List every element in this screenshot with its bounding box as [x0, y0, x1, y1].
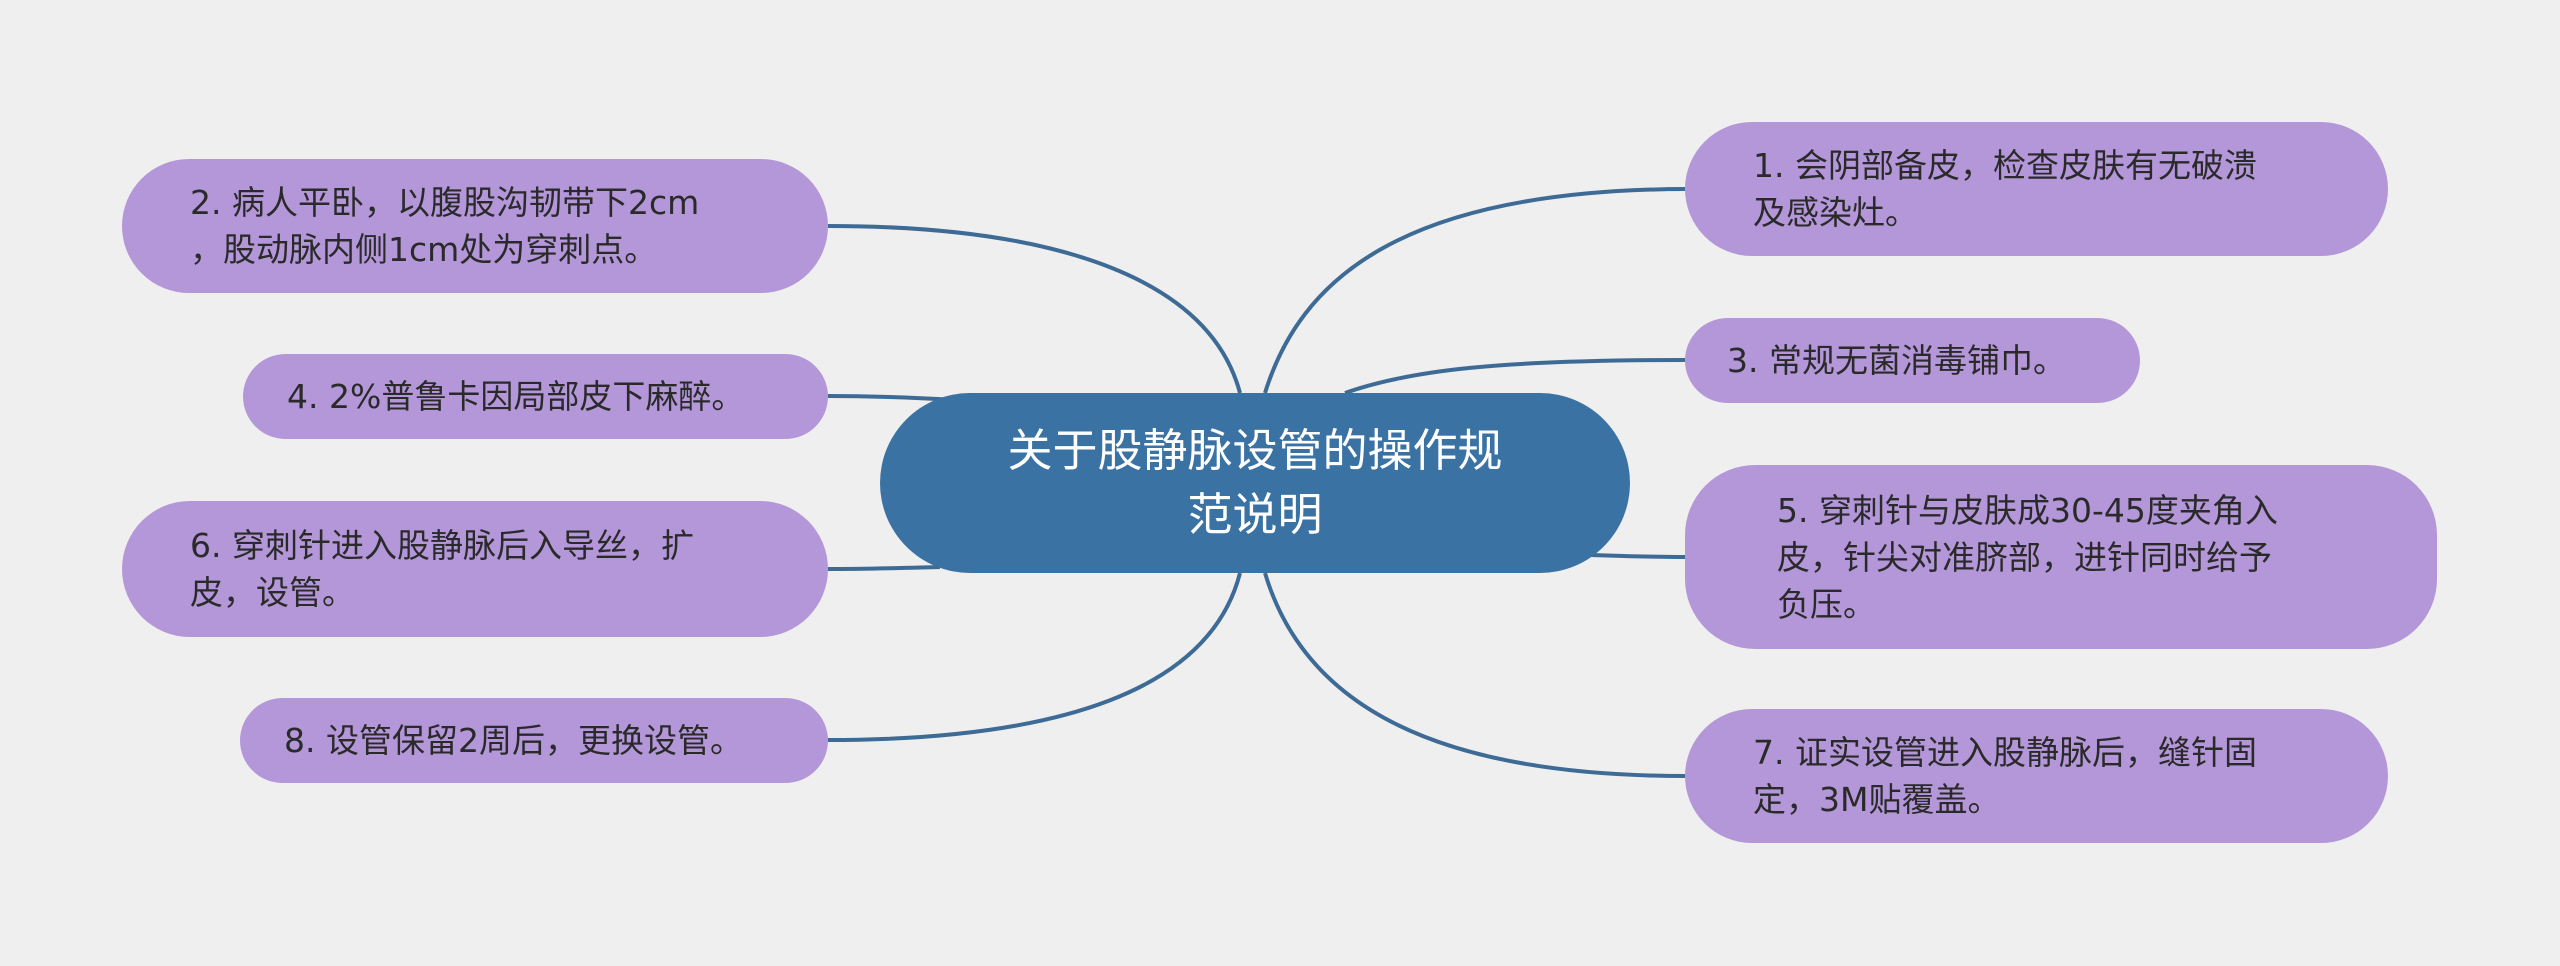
branch-node-3-label: 3. 常规无菌消毒铺巾。 [1727, 341, 2066, 380]
branch-node-8[interactable]: 8. 设管保留2周后，更换设管。 [240, 698, 828, 783]
connector-center-to-node-6 [827, 565, 941, 571]
central-topic-label: 关于股静脉设管的操作规 范说明 [1007, 424, 1503, 541]
connector-center-to-node-8 [827, 572, 1242, 742]
connector-center-to-node-1 [1263, 187, 1686, 394]
branch-node-1[interactable]: 1. 会阴部备皮，检查皮肤有无破溃 及感染灶。 [1685, 122, 2388, 256]
branch-node-5[interactable]: 5. 穿刺针与皮肤成30-45度夹角入 皮，针尖对准脐部，进针同时给予 负压。 [1685, 465, 2437, 649]
branch-node-1-label: 1. 会阴部备皮，检查皮肤有无破溃 及感染灶。 [1753, 146, 2257, 232]
branch-node-2-label: 2. 病人平卧，以腹股沟韧带下2cm ，股动脉内侧1cm处为穿刺点。 [190, 183, 700, 269]
connector-center-to-node-5 [1589, 553, 1686, 559]
connector-center-to-node-3 [1344, 358, 1686, 395]
central-topic[interactable]: 关于股静脉设管的操作规 范说明 [880, 393, 1630, 573]
branch-node-6-label: 6. 穿刺针进入股静脉后入导丝，扩 皮，设管。 [190, 526, 694, 612]
branch-node-7[interactable]: 7. 证实设管进入股静脉后，缝针固 定，3M贴覆盖。 [1685, 709, 2388, 843]
branch-node-8-label: 8. 设管保留2周后，更换设管。 [284, 721, 743, 760]
connector-center-to-node-2 [827, 224, 1242, 394]
branch-node-3[interactable]: 3. 常规无菌消毒铺巾。 [1685, 318, 2140, 403]
branch-node-6[interactable]: 6. 穿刺针进入股静脉后入导丝，扩 皮，设管。 [122, 501, 828, 637]
connector-center-to-node-7 [1263, 572, 1686, 778]
branch-node-4-label: 4. 2%普鲁卡因局部皮下麻醉。 [287, 377, 745, 416]
branch-node-5-label: 5. 穿刺针与皮肤成30-45度夹角入 皮，针尖对准脐部，进针同时给予 负压。 [1777, 490, 2278, 624]
branch-node-7-label: 7. 证实设管进入股静脉后，缝针固 定，3M贴覆盖。 [1753, 733, 2257, 819]
branch-node-4[interactable]: 4. 2%普鲁卡因局部皮下麻醉。 [243, 354, 828, 439]
branch-node-2[interactable]: 2. 病人平卧，以腹股沟韧带下2cm ，股动脉内侧1cm处为穿刺点。 [122, 159, 828, 293]
